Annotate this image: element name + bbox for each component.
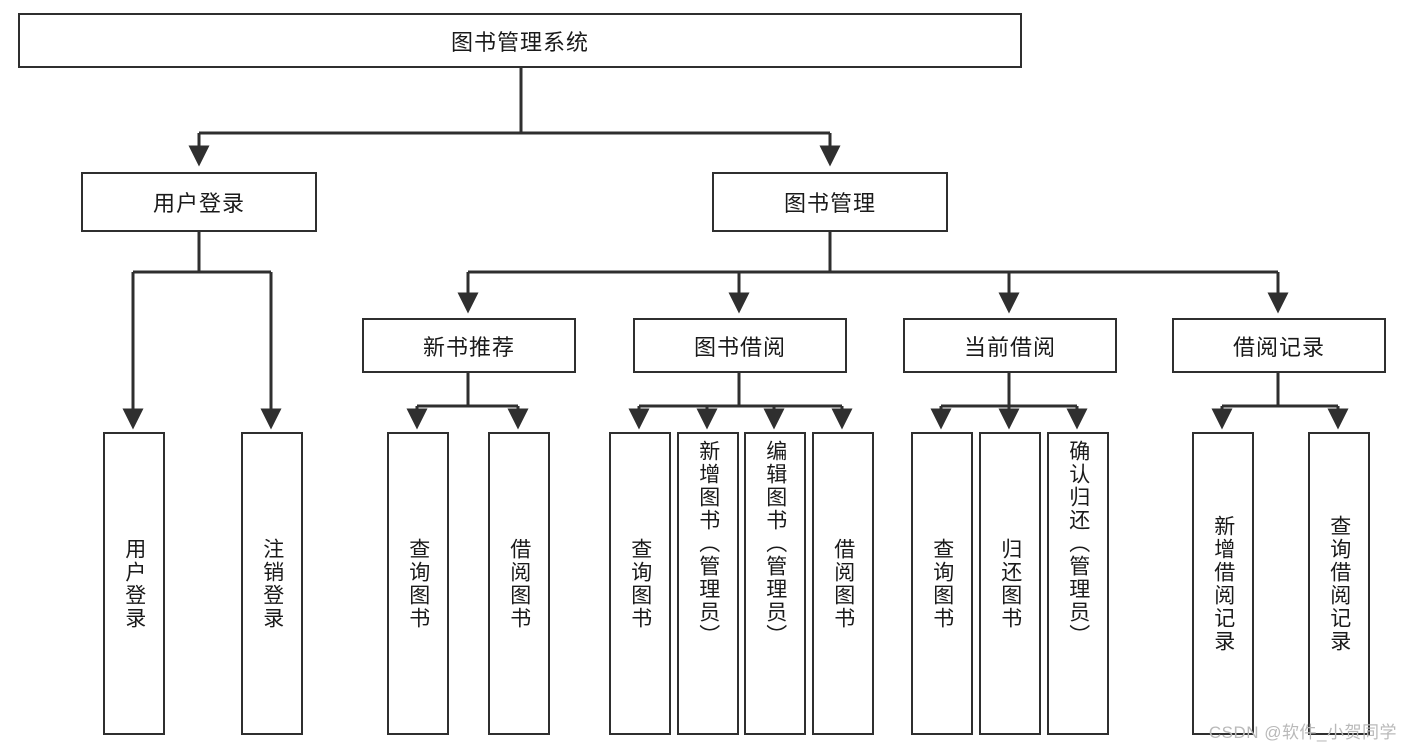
node-new-book-recommend[interactable]: 新书推荐 — [362, 318, 576, 373]
node-borrow-records-label: 借阅记录 — [1232, 334, 1325, 360]
leaf-new-book-recommend-0-label: 查询图书 — [406, 537, 430, 630]
leaf-borrow-records-1-label: 查询借阅记录 — [1327, 514, 1351, 653]
leaf-user-login-0[interactable]: 用户登录 — [103, 432, 165, 735]
node-book-borrow-label: 图书借阅 — [693, 334, 786, 360]
leaf-book-borrow-1-label: 新增图书（管理员） — [696, 440, 720, 647]
leaf-new-book-recommend-1[interactable]: 借阅图书 — [488, 432, 550, 735]
leaf-borrow-records-0-label: 新增借阅记录 — [1211, 514, 1235, 653]
node-borrow-records[interactable]: 借阅记录 — [1172, 318, 1386, 373]
node-root-system-label: 图书管理系统 — [450, 29, 589, 55]
leaf-user-login-0-label: 用户登录 — [122, 537, 146, 630]
leaf-book-borrow-3[interactable]: 借阅图书 — [812, 432, 874, 735]
leaf-borrow-records-1[interactable]: 查询借阅记录 — [1308, 432, 1370, 735]
leaf-book-borrow-2-label: 编辑图书（管理员） — [763, 440, 787, 647]
leaf-book-borrow-2[interactable]: 编辑图书（管理员） — [744, 432, 806, 735]
leaf-user-login-1-label: 注销登录 — [260, 537, 284, 630]
leaf-book-borrow-1[interactable]: 新增图书（管理员） — [677, 432, 739, 735]
node-new-book-recommend-label: 新书推荐 — [422, 334, 515, 360]
leaf-user-login-1[interactable]: 注销登录 — [241, 432, 303, 735]
leaf-new-book-recommend-0[interactable]: 查询图书 — [387, 432, 449, 735]
leaf-current-borrow-1-label: 归还图书 — [998, 537, 1022, 630]
node-user-login[interactable]: 用户登录 — [81, 172, 317, 232]
node-book-management[interactable]: 图书管理 — [712, 172, 948, 232]
leaf-current-borrow-2-label: 确认归还（管理员） — [1066, 440, 1090, 647]
leaf-current-borrow-0[interactable]: 查询图书 — [911, 432, 973, 735]
leaf-new-book-recommend-1-label: 借阅图书 — [507, 537, 531, 630]
leaf-borrow-records-0[interactable]: 新增借阅记录 — [1192, 432, 1254, 735]
leaf-book-borrow-0[interactable]: 查询图书 — [609, 432, 671, 735]
node-current-borrow[interactable]: 当前借阅 — [903, 318, 1117, 373]
node-root-system[interactable]: 图书管理系统 — [18, 13, 1022, 68]
node-user-login-label: 用户登录 — [152, 191, 245, 216]
node-book-borrow[interactable]: 图书借阅 — [633, 318, 847, 373]
node-current-borrow-label: 当前借阅 — [963, 334, 1056, 360]
node-book-management-label: 图书管理 — [783, 191, 876, 216]
leaf-current-borrow-0-label: 查询图书 — [930, 537, 954, 630]
leaf-current-borrow-1[interactable]: 归还图书 — [979, 432, 1041, 735]
leaf-book-borrow-3-label: 借阅图书 — [831, 537, 855, 630]
leaf-current-borrow-2[interactable]: 确认归还（管理员） — [1047, 432, 1109, 735]
leaf-book-borrow-0-label: 查询图书 — [628, 537, 652, 630]
